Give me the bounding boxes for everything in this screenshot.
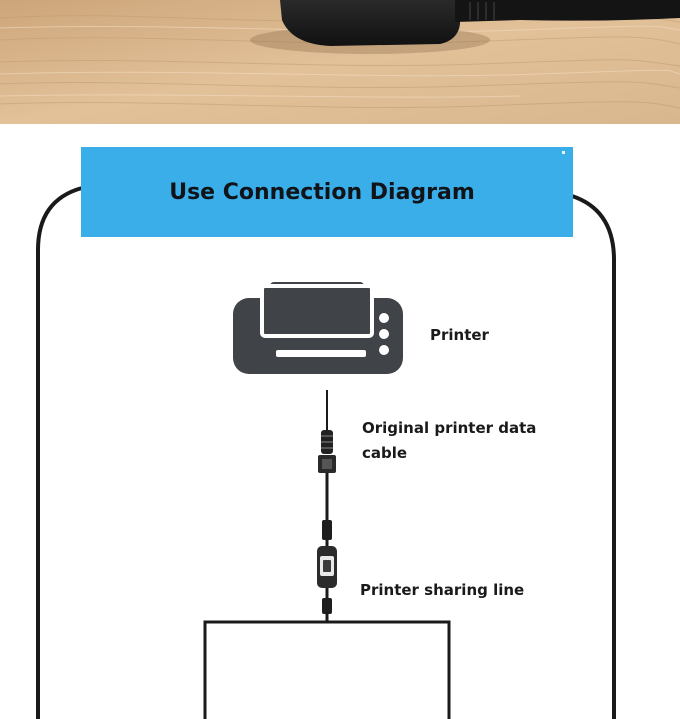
printer-label: Printer bbox=[430, 326, 489, 344]
printer-icon bbox=[233, 282, 403, 374]
printer-cable bbox=[318, 390, 336, 473]
product-photo bbox=[0, 0, 680, 124]
device-box bbox=[203, 620, 451, 719]
sharing-cable bbox=[322, 473, 332, 548]
sharing-line-label: Printer sharing line bbox=[360, 581, 525, 599]
diagram-frame-right bbox=[571, 194, 616, 719]
diagram-frame bbox=[36, 186, 83, 719]
page-title: Use Connection Diagram bbox=[169, 179, 475, 205]
banner-dot bbox=[562, 151, 565, 154]
cable-label: Original printer data cable bbox=[362, 419, 537, 462]
connection-diagram bbox=[36, 186, 616, 719]
switch-icon bbox=[317, 546, 337, 614]
title-banner: Use Connection Diagram bbox=[81, 147, 573, 237]
